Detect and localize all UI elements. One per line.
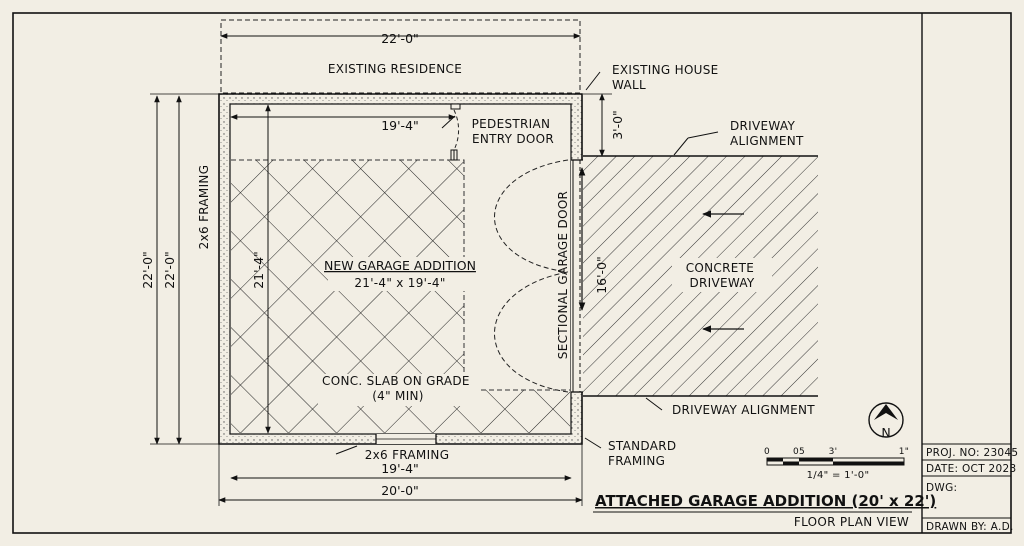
standard-framing-line-2: FRAMING bbox=[608, 454, 665, 468]
scale-tick-0: 0 bbox=[764, 447, 770, 457]
left-dimensions: 22'-0" 22'-0" 2x6 FRAMING bbox=[140, 93, 219, 445]
slab-note: CONC. SLAB ON GRADE (4" MIN) bbox=[322, 374, 474, 403]
scale-bar: 0 05 3' 1" 1/4" = 1'-0" bbox=[764, 447, 909, 481]
drawing-title: ATTACHED GARAGE ADDITION (20' x 22') FLO… bbox=[593, 492, 936, 529]
slab-note-line-1: CONC. SLAB ON GRADE bbox=[322, 374, 470, 388]
pedestrian-door-line-2: ENTRY DOOR bbox=[472, 132, 554, 146]
pedestrian-door-label: PEDESTRIAN ENTRY DOOR bbox=[472, 117, 555, 146]
driveway-alignment-bottom-label: DRIVEWAY ALIGNMENT bbox=[672, 403, 815, 417]
standard-framing-label: STANDARD FRAMING bbox=[608, 439, 681, 468]
drawing-number: DWG: bbox=[926, 482, 957, 494]
wall-offset-dimension: 3'-0" bbox=[583, 93, 625, 157]
driveway-alignment-top-line-2: ALIGNMENT bbox=[730, 134, 804, 148]
framing-left-label: 2x6 FRAMING bbox=[197, 165, 211, 250]
standard-framing-line-1: STANDARD bbox=[608, 439, 676, 453]
depth-outer-dimension: 22'-0" bbox=[140, 251, 155, 289]
sheet-border bbox=[12, 12, 1012, 534]
north-arrow: N bbox=[868, 402, 904, 440]
concrete-driveway: CONCRETE DRIVEWAY bbox=[583, 155, 818, 397]
interior-bottom-dimension: 19'-4" bbox=[381, 461, 419, 476]
pedestrian-door-line-1: PEDESTRIAN bbox=[472, 117, 551, 131]
drawing-date: DATE: OCT 2023 bbox=[926, 463, 1016, 475]
interior-depth-dimension: 21'-4" bbox=[251, 251, 266, 289]
wall-offset-text: 3'-0" bbox=[610, 110, 625, 140]
concrete-driveway-line-1: CONCRETE bbox=[686, 261, 754, 275]
bottom-dimensions: 19'-4" 20'-0" 2x6 FRAMING bbox=[218, 444, 583, 506]
north-arrow-letter: N bbox=[881, 425, 890, 440]
garage-labels: NEW GARAGE ADDITION 21'-4" x 19'-4" CONC… bbox=[318, 257, 478, 406]
scale-label: 1/4" = 1'-0" bbox=[807, 470, 870, 481]
garage-door-swing bbox=[494, 159, 569, 393]
pedestrian-door: PEDESTRIAN ENTRY DOOR bbox=[441, 103, 555, 161]
existing-house-wall-label: EXISTING HOUSE WALL bbox=[612, 63, 723, 92]
existing-residence-label: EXISTING RESIDENCE bbox=[328, 62, 462, 76]
drawing-subtitle-text: FLOOR PLAN VIEW bbox=[794, 515, 909, 529]
interior-top-dimension: 19'-4" bbox=[381, 118, 419, 133]
new-garage-size: 21'-4" x 19'-4" bbox=[354, 276, 445, 290]
project-number: PROJ. NO: 23045 bbox=[926, 447, 1018, 459]
residence-width-dimension: 22'-0" bbox=[381, 31, 419, 46]
drawn-by: DRAWN BY: A.D. bbox=[926, 521, 1014, 533]
framing-bottom-label: 2x6 FRAMING bbox=[365, 448, 450, 462]
driveway-alignment-top-label: DRIVEWAY ALIGNMENT bbox=[730, 119, 804, 148]
existing-house-wall-line-1: EXISTING HOUSE bbox=[612, 63, 719, 77]
new-garage-title: NEW GARAGE ADDITION bbox=[324, 258, 476, 273]
existing-residence: 22'-0" EXISTING RESIDENCE bbox=[220, 19, 581, 94]
existing-house-wall-line-2: WALL bbox=[612, 78, 646, 92]
scale-tick-2: 3' bbox=[829, 447, 838, 457]
driveway-alignment-top-line-1: DRIVEWAY bbox=[730, 119, 795, 133]
title-block: PROJ. NO: 23045 DATE: OCT 2023 DWG: DRAW… bbox=[926, 447, 1018, 533]
drawing-title-text: ATTACHED GARAGE ADDITION (20' x 22') bbox=[595, 492, 936, 510]
scale-tick-3: 1" bbox=[899, 447, 909, 457]
slab-note-line-2: (4" MIN) bbox=[372, 389, 424, 403]
scale-tick-1: 05 bbox=[793, 447, 805, 457]
overall-width-dimension: 20'-0" bbox=[381, 483, 419, 498]
interior-dimensions: 19'-4" 21'-4" 16'-0" SECTIONAL GARAGE DO… bbox=[230, 104, 609, 434]
depth-inner-dimension: 22'-0" bbox=[162, 251, 177, 289]
callouts: EXISTING HOUSE WALL DRIVEWAY ALIGNMENT D… bbox=[584, 63, 815, 468]
sectional-door-label: SECTIONAL GARAGE DOOR bbox=[556, 191, 570, 359]
concrete-driveway-label: CONCRETE DRIVEWAY bbox=[686, 261, 759, 290]
concrete-driveway-line-2: DRIVEWAY bbox=[689, 276, 754, 290]
door-width-dimension: 16'-0" bbox=[594, 256, 609, 294]
